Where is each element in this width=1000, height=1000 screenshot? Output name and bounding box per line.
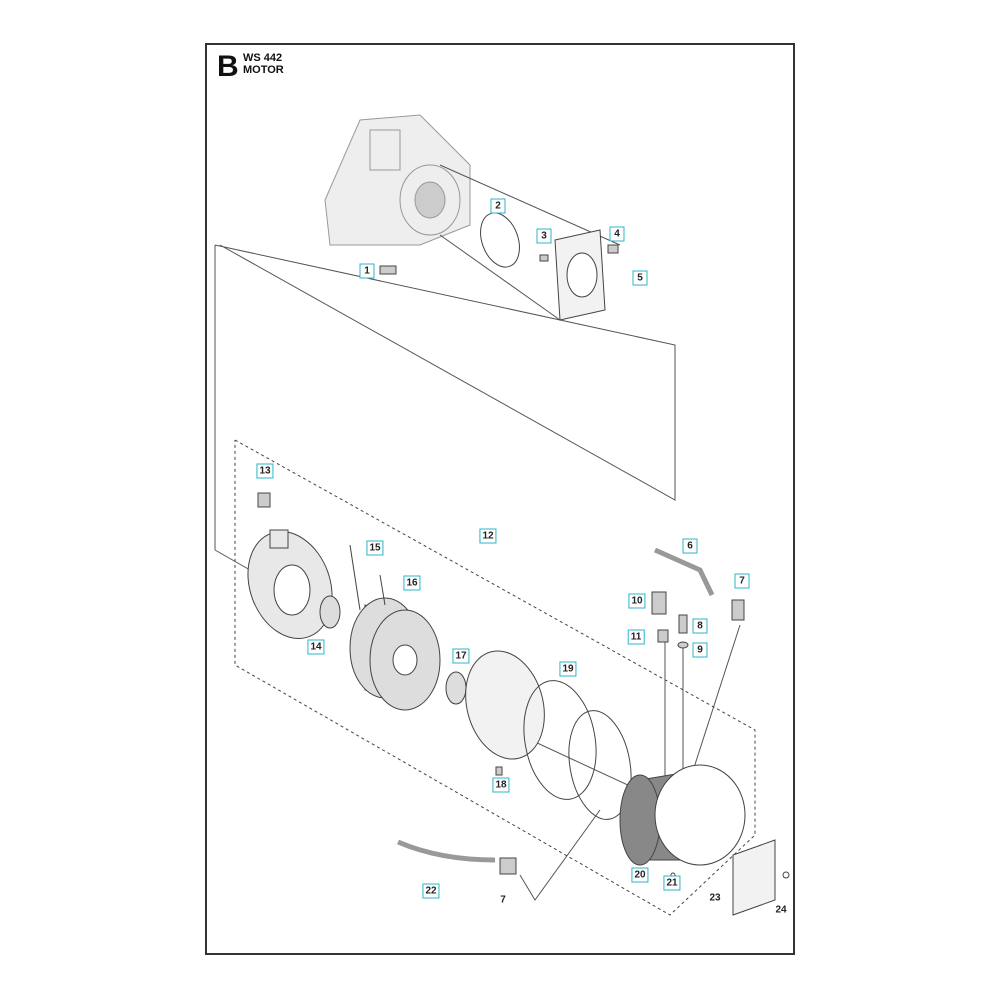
callout-13[interactable]: 13 xyxy=(256,463,274,479)
callout-9[interactable]: 9 xyxy=(692,642,708,658)
callout-7[interactable]: 7 xyxy=(734,573,750,589)
diagram-frame xyxy=(205,43,795,955)
callout-8[interactable]: 8 xyxy=(692,618,708,634)
callout-21[interactable]: 21 xyxy=(663,875,681,891)
callout-2[interactable]: 2 xyxy=(490,198,506,214)
hose xyxy=(653,547,715,597)
o-ring xyxy=(480,212,520,268)
callout-16[interactable]: 16 xyxy=(403,575,421,591)
explode-lines xyxy=(214,164,741,901)
bearing xyxy=(319,595,341,629)
fittings xyxy=(499,591,745,875)
callout-4[interactable]: 4 xyxy=(609,226,625,242)
o-ring xyxy=(523,680,597,800)
assembly-boundary xyxy=(234,439,756,916)
callout-12[interactable]: 12 xyxy=(479,528,497,544)
model-name: WS 442 xyxy=(243,52,283,64)
end-plate xyxy=(465,650,545,760)
motor-housing xyxy=(619,764,746,866)
callout-11[interactable]: 11 xyxy=(627,629,645,645)
callout-14[interactable]: 14 xyxy=(307,639,325,655)
o-ring xyxy=(568,710,632,820)
bolts xyxy=(257,244,619,776)
callout-15[interactable]: 15 xyxy=(366,540,384,556)
callout-22[interactable]: 22 xyxy=(422,883,440,899)
bearing xyxy=(445,671,467,705)
diagram-title: WS 442 MOTOR xyxy=(243,52,284,76)
callout-5[interactable]: 5 xyxy=(632,270,648,286)
callout-10[interactable]: 10 xyxy=(628,593,646,609)
callout-23[interactable]: 23 xyxy=(709,892,721,904)
callout-19[interactable]: 19 xyxy=(559,661,577,677)
callout-6[interactable]: 6 xyxy=(682,538,698,554)
callout-17[interactable]: 17 xyxy=(452,648,470,664)
end-cover xyxy=(247,529,333,639)
callout-1[interactable]: 1 xyxy=(359,263,375,279)
callout-3[interactable]: 3 xyxy=(536,228,552,244)
section-letter: B xyxy=(217,50,239,83)
label-plate xyxy=(732,839,776,916)
flange-plate xyxy=(554,229,606,321)
callout-24[interactable]: 24 xyxy=(775,904,787,916)
screw xyxy=(782,871,790,879)
callout-7-secondary[interactable]: 7 xyxy=(500,894,506,906)
motor-rotor-stator xyxy=(349,544,441,711)
gearbox-housing xyxy=(324,114,471,246)
callout-18[interactable]: 18 xyxy=(492,777,510,793)
assembly-name: MOTOR xyxy=(243,64,284,76)
hose xyxy=(397,839,496,863)
callout-20[interactable]: 20 xyxy=(631,867,649,883)
